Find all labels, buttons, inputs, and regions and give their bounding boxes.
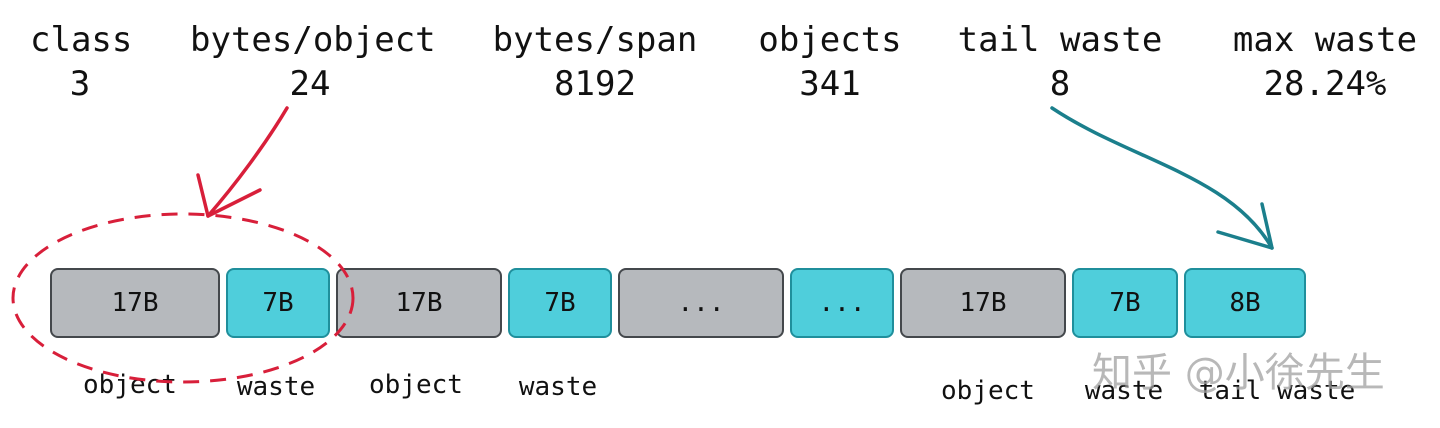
red-arrow-head	[196, 173, 262, 218]
header-value: 3	[69, 64, 91, 104]
header-bytes-per-span: bytes/span 8192	[490, 18, 700, 106]
caption-waste: waste	[1084, 376, 1164, 406]
caption-object: object	[941, 376, 1035, 406]
header-label: max waste	[1232, 20, 1418, 60]
object-block: 17B	[900, 268, 1066, 338]
header-label: bytes/object	[190, 20, 436, 60]
object-block: 17B	[50, 268, 220, 338]
header-objects: objects 341	[755, 18, 905, 106]
header-tail-waste: tail waste 8	[955, 18, 1165, 106]
waste-block: 7B	[226, 268, 330, 338]
header-label: objects	[758, 20, 902, 60]
header-value: 8	[1049, 64, 1071, 104]
caption-tail-waste: tail waste	[1198, 376, 1356, 406]
caption-waste: waste	[236, 372, 316, 402]
watermark: 知乎 @小徐先生	[1092, 350, 1385, 396]
highlight-dashed-ellipse	[11, 212, 355, 384]
caption-object: object	[369, 370, 463, 400]
header-max-waste: max waste 28.24%	[1220, 18, 1430, 106]
header-value: 8192	[554, 64, 636, 104]
waste-block: 7B	[1072, 268, 1178, 338]
caption-waste: waste	[518, 372, 598, 402]
header-label: tail waste	[957, 20, 1163, 60]
waste-block: 7B	[508, 268, 612, 338]
header-value: 341	[799, 64, 861, 104]
header-bytes-per-object: bytes/object 24	[190, 18, 436, 106]
red-arrow-shaft	[206, 106, 289, 218]
header-value: 24	[289, 64, 331, 104]
caption-object: object	[83, 370, 177, 400]
header-class: class 3	[30, 18, 133, 106]
header-value: 28.24%	[1263, 64, 1387, 104]
header-label: bytes/span	[492, 20, 698, 60]
ellipsis-object-block: ...	[618, 268, 784, 338]
ellipsis-waste-block: ...	[790, 268, 894, 338]
object-block: 17B	[336, 268, 502, 338]
header-label: class	[30, 20, 133, 60]
teal-arrow-shaft	[1050, 106, 1274, 250]
tail-waste-block: 8B	[1184, 268, 1306, 338]
teal-arrow-head	[1216, 202, 1274, 250]
